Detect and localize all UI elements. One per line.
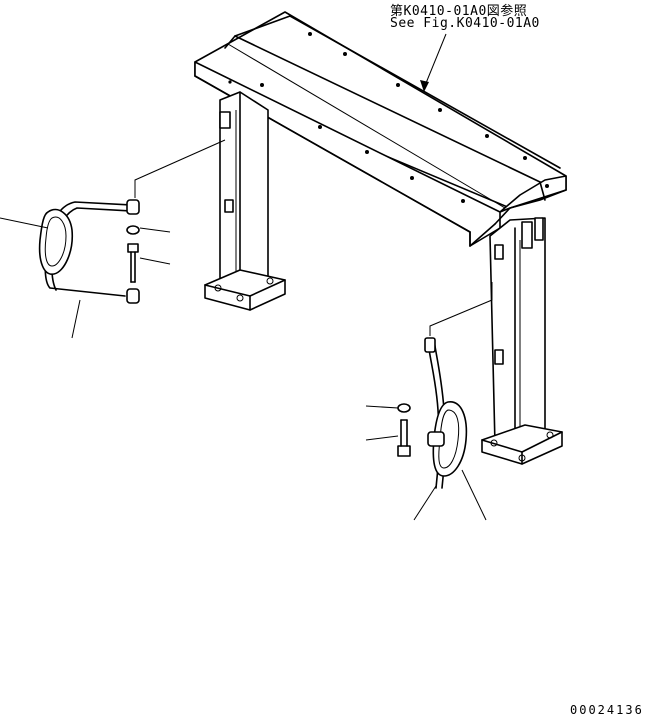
mount-line-left <box>134 139 226 198</box>
right-handle-assembly <box>365 282 493 521</box>
left-washer <box>126 225 140 235</box>
reference-label-en: See Fig.K0410-01A0 <box>390 16 540 31</box>
left-leg <box>204 91 286 311</box>
leader-mirror-right <box>461 469 487 521</box>
left-clamp-lower <box>126 288 140 304</box>
leader-washer-right <box>365 405 399 409</box>
left-leg-base-plate <box>204 269 286 311</box>
leader-rod-left <box>71 299 81 339</box>
reference-label-jp: 第K0410-01A0図参照 <box>390 4 528 19</box>
left-leg-bracket <box>219 111 231 129</box>
right-leg-bracket-bottom <box>494 349 504 365</box>
right-leg <box>481 217 563 465</box>
right-clamp-mid <box>427 431 445 447</box>
reference-arrow <box>420 33 447 92</box>
right-leg-bracket-top <box>494 244 504 260</box>
leader-bolt-right <box>365 435 399 441</box>
leader-mirror-left <box>0 217 49 229</box>
leader-bolt-left <box>139 257 171 265</box>
drawing-number: 00024136 <box>570 703 644 717</box>
right-washer <box>397 403 411 413</box>
leader-rod-right <box>413 485 437 521</box>
left-handle-assembly <box>0 139 226 339</box>
right-bolt-head <box>397 445 411 457</box>
bench-top-ridge-back <box>234 15 561 169</box>
left-bolt-head <box>127 243 139 253</box>
right-leg-base-plate <box>481 424 563 465</box>
leader-washer-left <box>139 227 171 233</box>
mount-line-right <box>429 282 493 336</box>
left-clamp-upper <box>126 199 140 215</box>
bench-frame <box>194 11 567 247</box>
right-clamp-top <box>424 337 436 353</box>
